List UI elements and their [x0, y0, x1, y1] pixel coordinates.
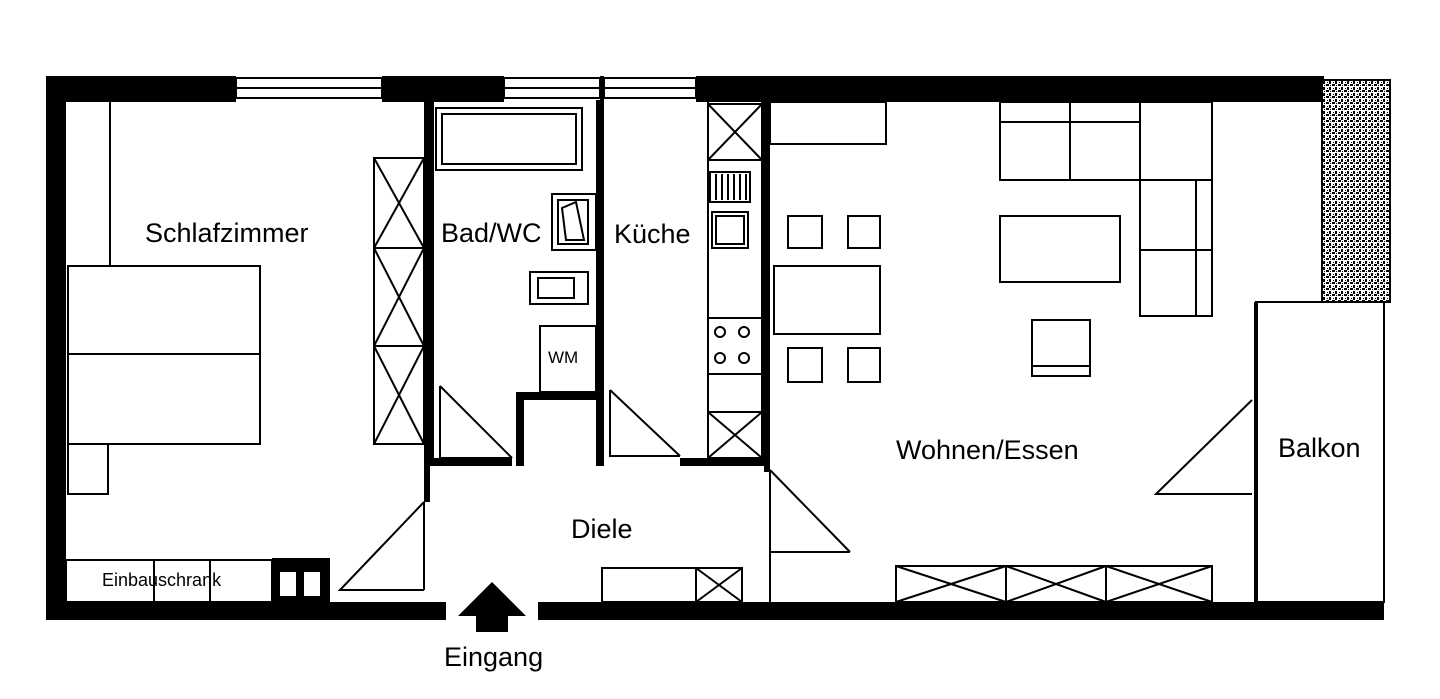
armchair — [1031, 319, 1091, 377]
chair — [847, 215, 881, 249]
chair — [787, 347, 823, 383]
entrance-label: Eingang — [444, 642, 543, 672]
bedroom-furniture — [65, 102, 425, 603]
room-label-bad: Bad/WC — [441, 218, 542, 248]
living-room-door — [769, 469, 851, 602]
bedroom-door — [337, 501, 425, 591]
balcony — [1153, 301, 1385, 603]
washing-machine — [539, 325, 597, 393]
toilet — [529, 271, 589, 305]
coffee-table — [999, 215, 1121, 283]
room-label-diele: Diele — [571, 514, 633, 544]
label-waschmaschine: WM — [548, 348, 578, 367]
hallway-cabinet — [601, 567, 743, 603]
kitchen-door — [609, 389, 681, 457]
bathtub — [435, 107, 583, 171]
kitchen-counter — [707, 99, 763, 459]
sink — [709, 171, 751, 203]
chair — [847, 347, 881, 383]
room-label-balkon: Balkon — [1278, 433, 1361, 463]
sideboard — [895, 565, 1213, 603]
balcony-railing — [1321, 79, 1391, 303]
cabinet-unit — [272, 558, 330, 604]
room-label-schlafzimmer: Schlafzimmer — [145, 218, 309, 248]
arrow-up-icon — [458, 582, 526, 632]
bathroom-door — [439, 385, 513, 459]
label-einbauschrank: Einbauschrank — [102, 570, 222, 590]
living-furniture — [769, 101, 1213, 603]
wardrobe — [373, 157, 425, 445]
dining-table — [773, 265, 881, 335]
kitchen-fixtures — [707, 99, 763, 459]
washbasin — [551, 193, 597, 251]
exterior-walls — [46, 76, 1384, 620]
bathroom-fixtures — [435, 107, 597, 393]
room-label-kueche: Küche — [614, 219, 691, 249]
stove — [707, 317, 763, 375]
chair — [787, 215, 823, 249]
room-label-wohnen: Wohnen/Essen — [896, 435, 1079, 465]
hallway-fixtures — [601, 567, 743, 603]
